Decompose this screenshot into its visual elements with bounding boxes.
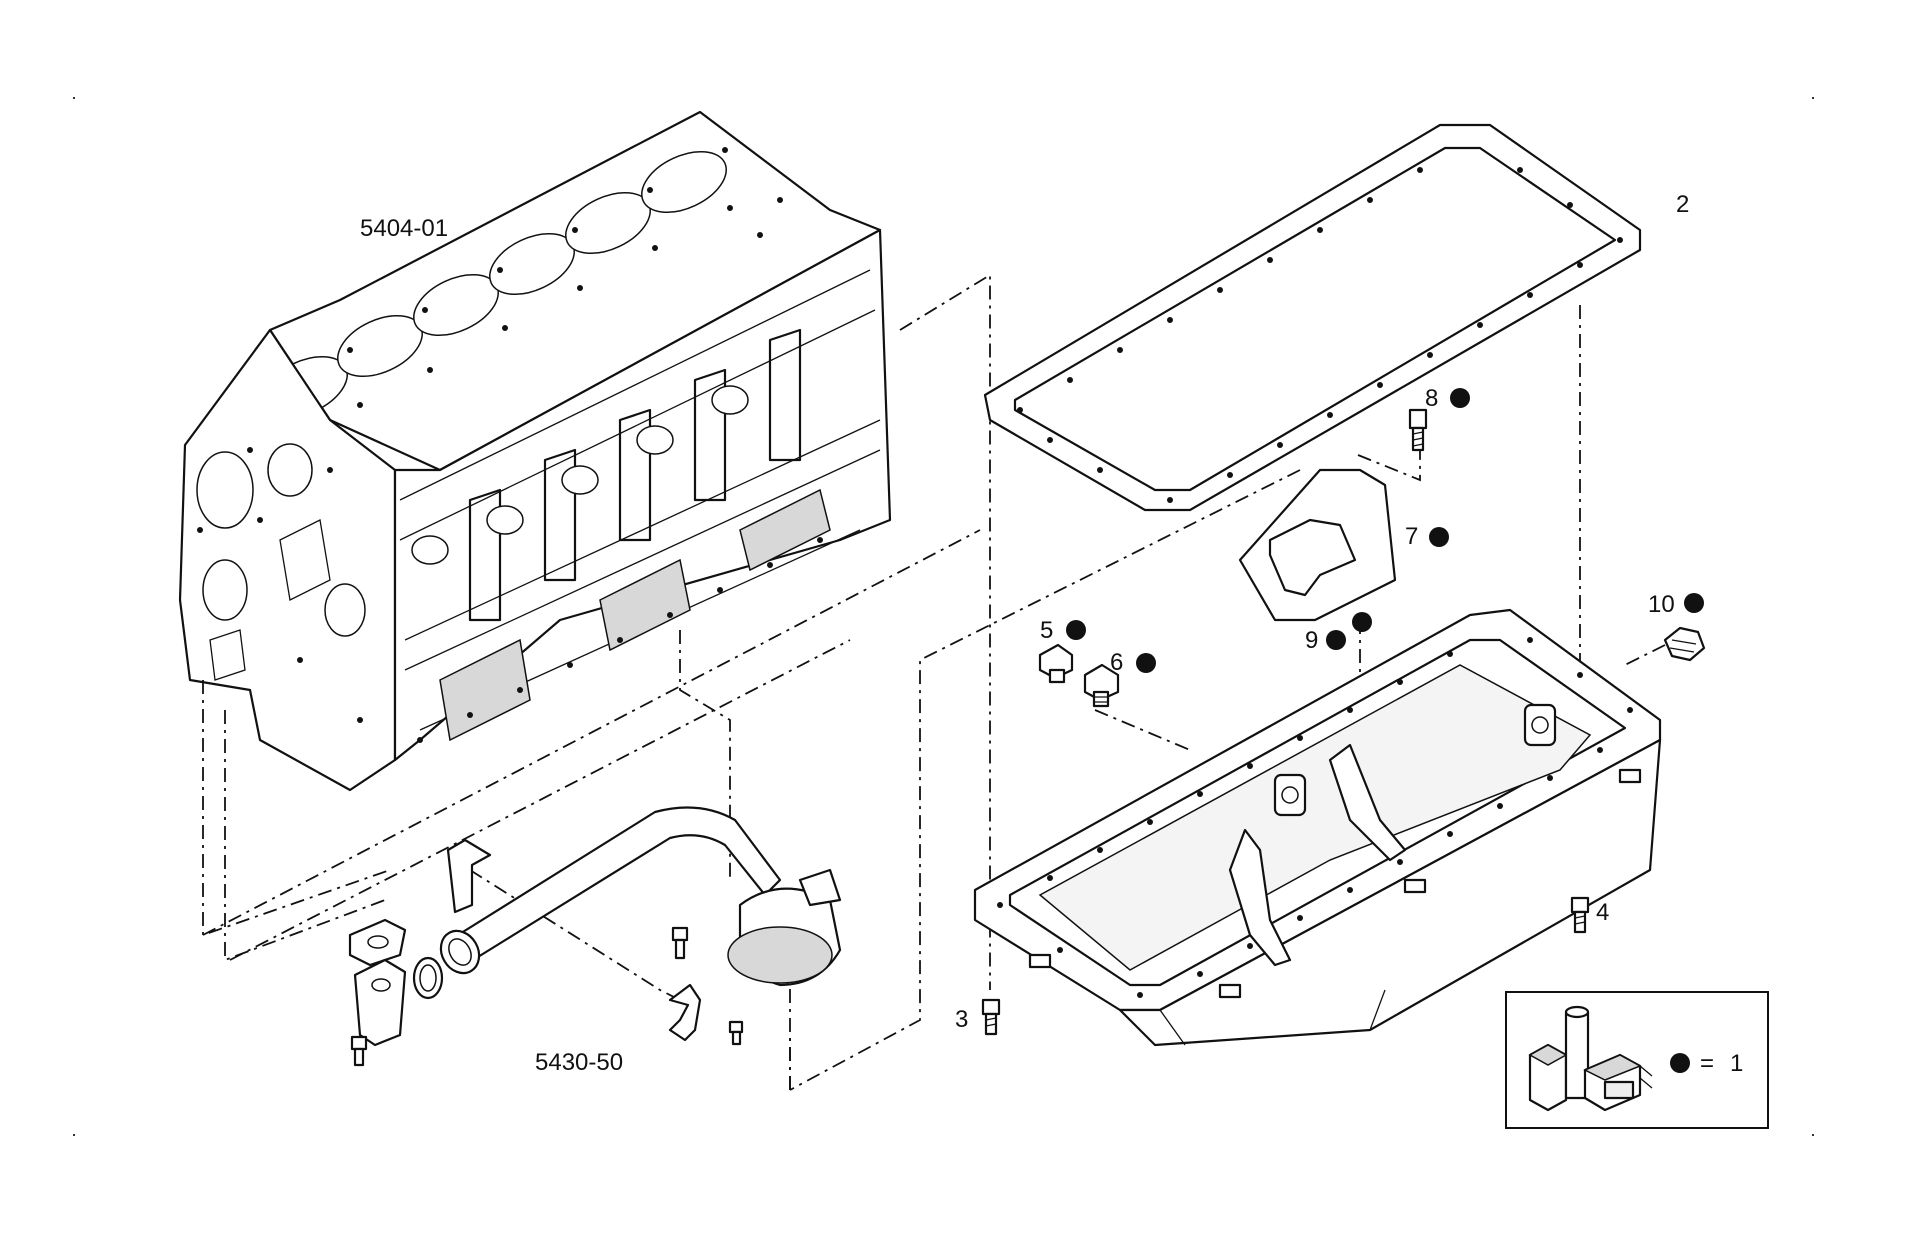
strainer-assembly-label: 5430-50 (535, 1049, 623, 1076)
flange-gasket-icon (348, 918, 407, 967)
bolt-icon (350, 1035, 368, 1067)
bolt-icon (728, 1020, 744, 1046)
kit-marker-7 (1429, 527, 1449, 547)
legend-equals: = (1700, 1050, 1714, 1077)
bolt-icon (1570, 896, 1590, 934)
kit-box-icon (1528, 1005, 1653, 1112)
gasket-plate-icon (1238, 468, 1397, 622)
callout-2: 2 (1676, 191, 1689, 218)
drain-plug-icon (1038, 643, 1074, 684)
callout-9: 9 (1305, 627, 1318, 654)
clamp-icon (668, 983, 702, 1042)
callout-6: 6 (1110, 649, 1123, 676)
oil-pan-icon (973, 608, 1662, 1047)
kit-legend: = 1 (1505, 991, 1769, 1129)
callout-8: 8 (1425, 385, 1438, 412)
callout-4: 4 (1596, 899, 1609, 926)
bolt-icon (671, 926, 689, 960)
legend-kit-marker (1670, 1053, 1690, 1073)
engine-block-icon (178, 110, 892, 792)
callout-3: 3 (955, 1006, 968, 1033)
bolt-icon (981, 998, 1001, 1036)
kit-marker-9b (1352, 612, 1372, 632)
block-assembly-label: 5404-01 (360, 215, 448, 242)
o-ring-icon (412, 956, 444, 1000)
leader-lines (202, 273, 1666, 1091)
legend-kit-number: 1 (1730, 1050, 1743, 1077)
oil-strainer-tube-icon (439, 806, 842, 987)
bolt-icon (1408, 408, 1428, 452)
kit-marker-6 (1136, 653, 1156, 673)
drain-plug-icon (1083, 663, 1120, 708)
kit-marker-5 (1066, 620, 1086, 640)
oil-pan-gasket-icon (983, 123, 1642, 512)
registration-marks (73, 97, 1814, 1136)
flange-icon (353, 958, 407, 1047)
callouts: 2 3 4 5 6 7 8 9 10 (955, 191, 1704, 1033)
callout-10: 10 (1648, 591, 1675, 618)
drain-plug-icon (1663, 626, 1706, 662)
kit-marker-10 (1684, 593, 1704, 613)
callout-7: 7 (1405, 523, 1418, 550)
kit-marker-9a (1326, 630, 1346, 650)
kit-marker-8 (1450, 388, 1470, 408)
callout-5: 5 (1040, 617, 1053, 644)
